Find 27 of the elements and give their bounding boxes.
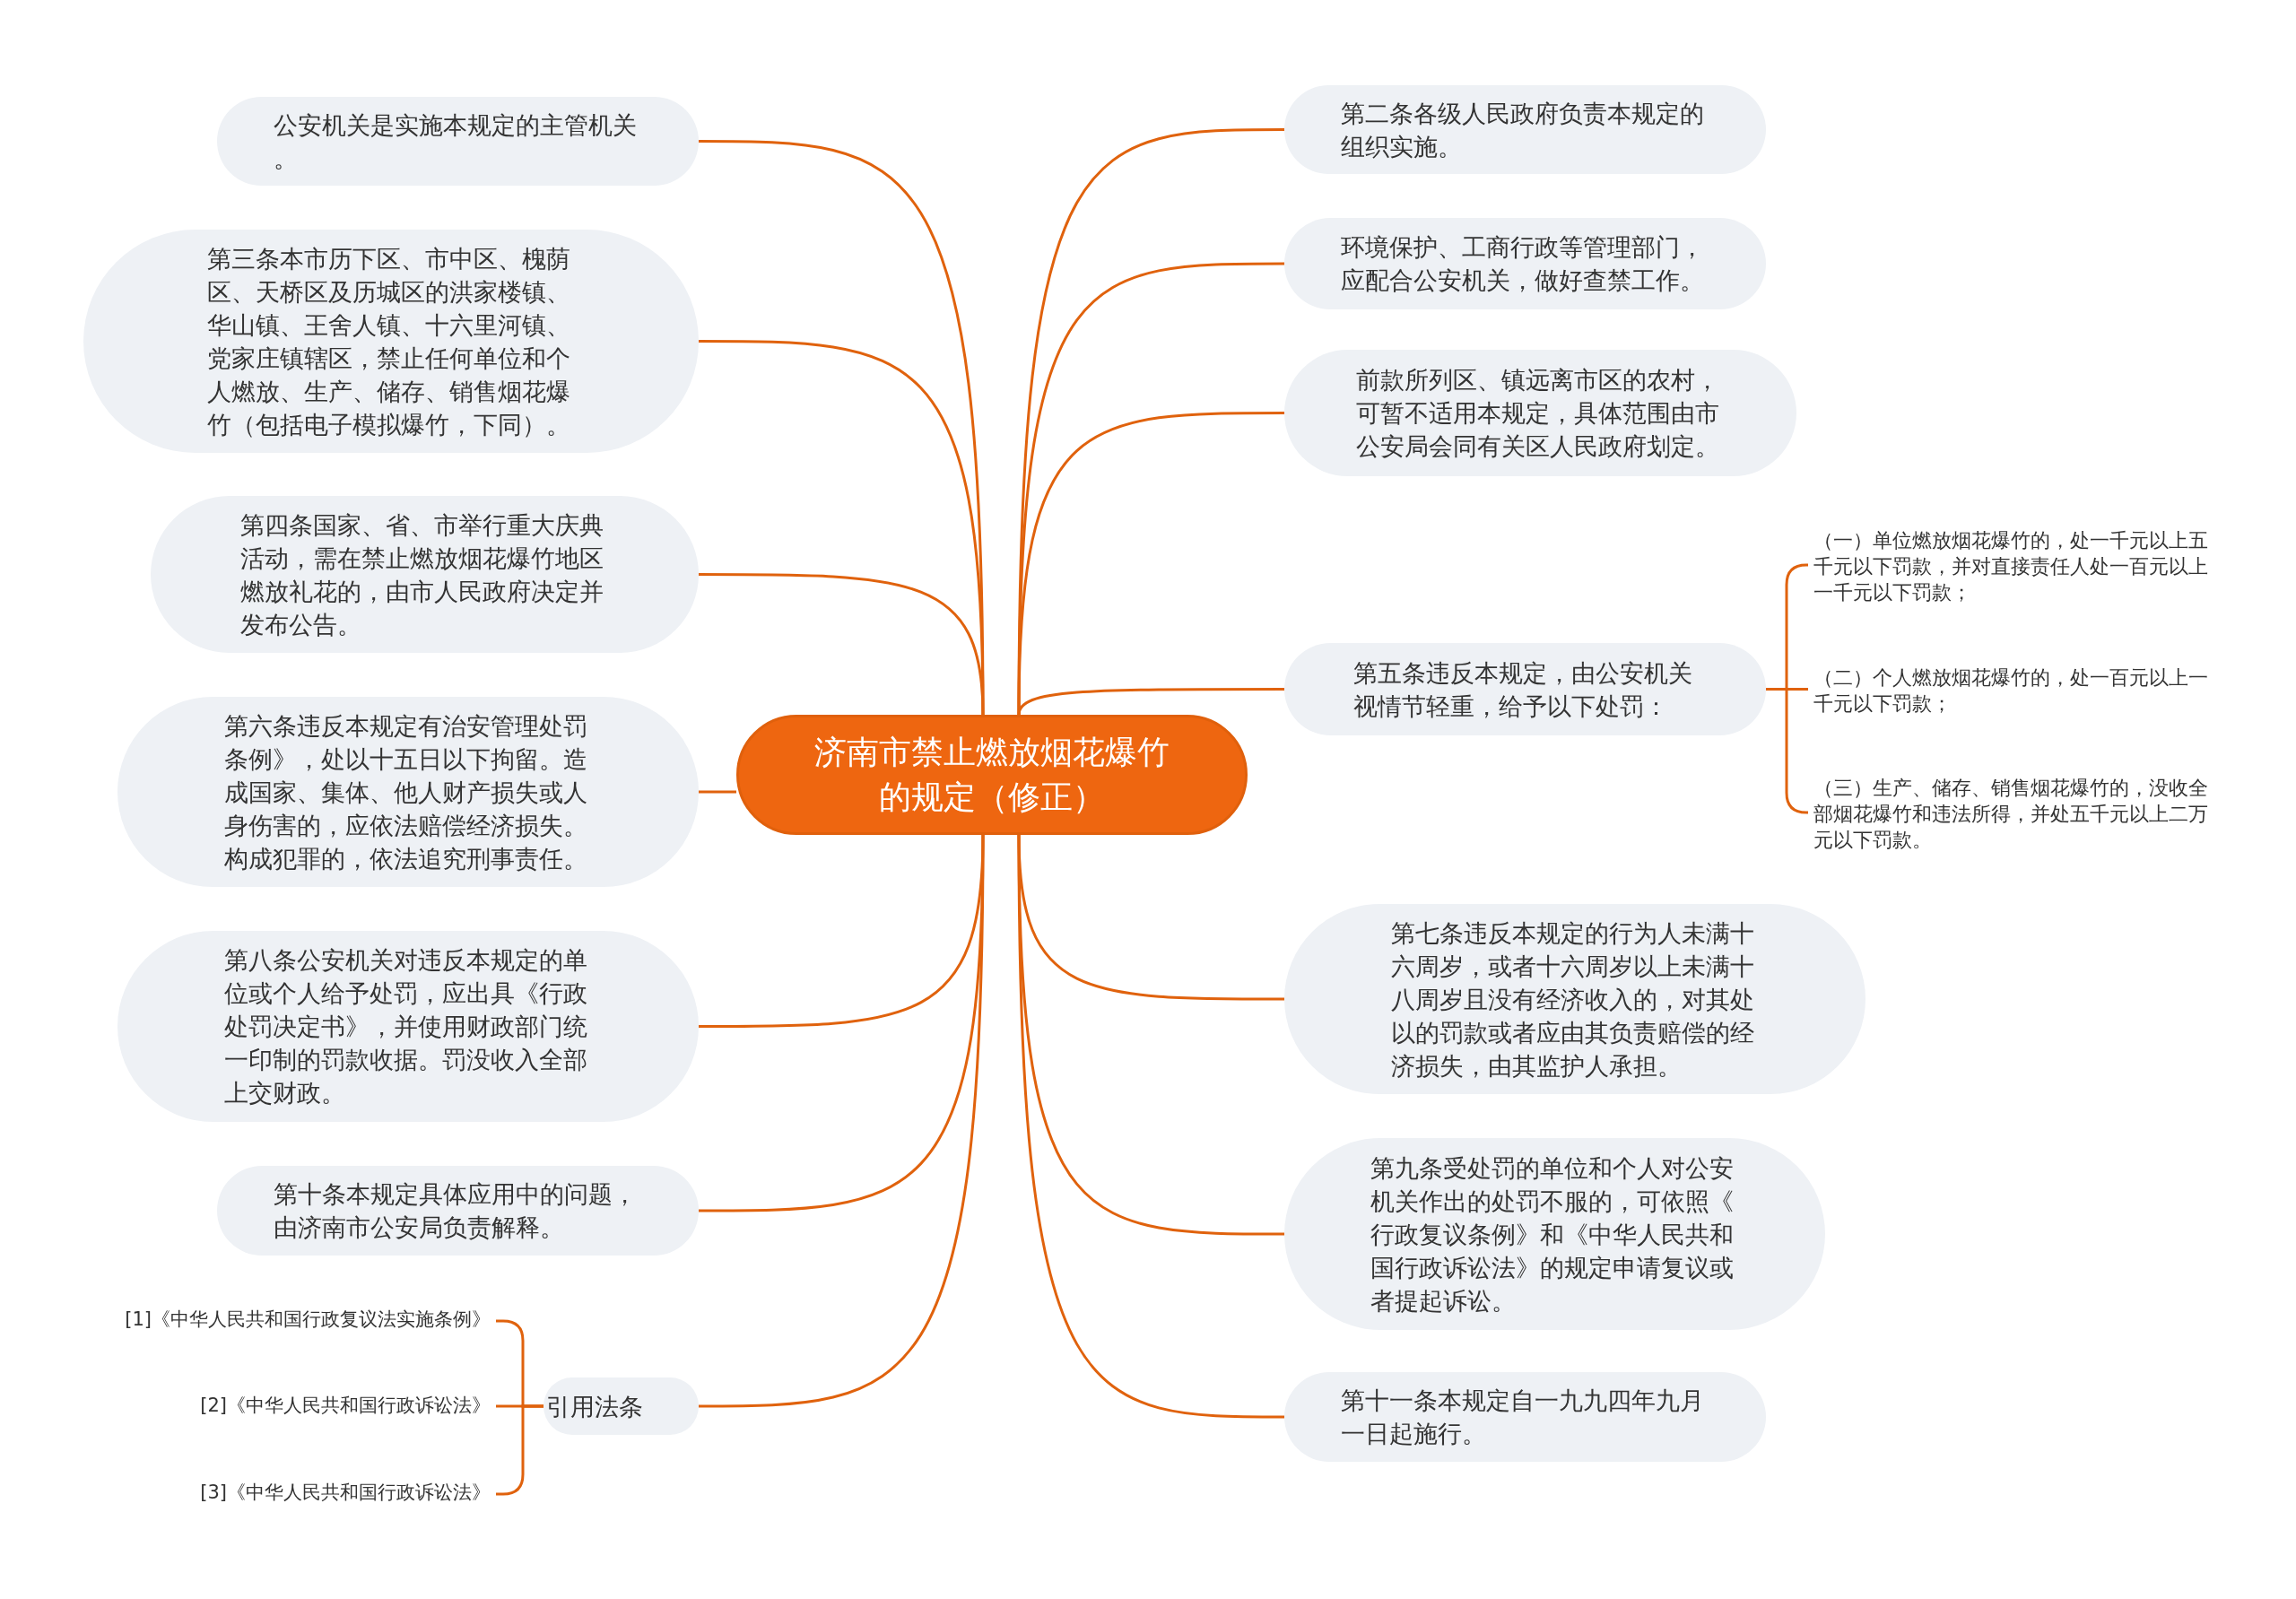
connector-line <box>1017 412 1284 716</box>
citation-text: [2]《中华人民共和国行政诉讼法》 <box>90 1394 491 1418</box>
topic-text: 第十一条本规定自一九九四年九月一日起施行。 <box>1341 1386 1705 1449</box>
topic-text: 第八条公安机关对违反本规定的单位或个人给予处罚，应出具《行政处罚决定书》，并使用财政部门统一印制的罚款收据。罚没收入全部上交财政。 <box>223 945 588 1108</box>
topic-text: 前款所列区、镇远离市区的农村，可暂不适用本规定，具体范围由市公安局会同有关区人民政府划定。 <box>1356 365 1720 462</box>
penalty-item-text: （一）单位燃放烟花爆竹的，处一千元以上五千元以下罚款，并对直接责任人处一百元以上一千元以下罚款； <box>1813 527 2217 605</box>
topic-text: 第二条各级人民政府负责本规定的组织实施。 <box>1341 98 1705 162</box>
connector-line <box>1017 835 1284 1419</box>
central-topic-text: 济南市禁止燃放烟花爆竹的规定（修正） <box>813 733 1170 817</box>
topic-text: 第十条本规定具体应用中的问题，由济南市公安局负责解释。 <box>274 1179 638 1243</box>
topic-text: 第九条受处罚的单位和个人对公安机关作出的处罚不服的，可依照《行政复议条例》和《中华人民共和国行政诉讼法》的规定申请复议或者提起诉讼。 <box>1370 1152 1735 1317</box>
topic-text: 公安机关是实施本规定的主管机关。 <box>274 109 638 174</box>
topic-text: 引用法条 <box>545 1391 644 1422</box>
topic-text: 第五条违反本规定，由公安机关视情节轻重，给予以下处罚： <box>1352 657 1693 722</box>
connector-line <box>699 790 736 794</box>
topic-text: 第四条国家、省、市举行重大庆典活动，需在禁止燃放烟花爆竹地区燃放礼花的，由市人民政府决定并发布公告。 <box>240 509 604 640</box>
topic-text: 第三条本市历下区、市中区、槐荫区、天桥区及历城区的洪家楼镇、华山镇、王舍人镇、十六里河镇、党家庄镇辖区，禁止任何单位和个人燃放、生产、储存、销售烟花爆竹（包括电子模拟爆竹，下同）。 <box>206 243 571 440</box>
penalty-item-text: （二）个人燃放烟花爆竹的，处一百元以上一千元以下罚款； <box>1813 665 2217 717</box>
citation-text: [3]《中华人民共和国行政诉讼法》 <box>90 1481 491 1505</box>
connector-line <box>1017 688 1284 716</box>
topic-text: 环境保护、工商行政等管理部门，应配合公安机关，做好查禁工作。 <box>1341 232 1705 296</box>
connector-line <box>699 835 985 1408</box>
connector-line <box>699 573 985 716</box>
penalty-item-text: （三）生产、储存、销售烟花爆竹的，没收全部烟花爆竹和违法所得，并处五千元以上二万元以下罚款。 <box>1813 775 2217 853</box>
topic-text: 第七条违反本规定的行为人未满十六周岁，或者十六周岁以上未满十八周岁且没有经济收入的，对其处以的罚款或者应由其负责赔偿的经济损失，由其监护人承担。 <box>1390 917 1755 1082</box>
citation-text: [1]《中华人民共和国行政复议法实施条例》 <box>90 1308 491 1332</box>
topic-text: 第六条违反本规定有治安管理处罚条例》，处以十五日以下拘留。造成国家、集体、他人财产损失或人身伤害的，应依法赔偿经济损失。构成犯罪的，依法追究刑事责任。 <box>223 710 588 874</box>
